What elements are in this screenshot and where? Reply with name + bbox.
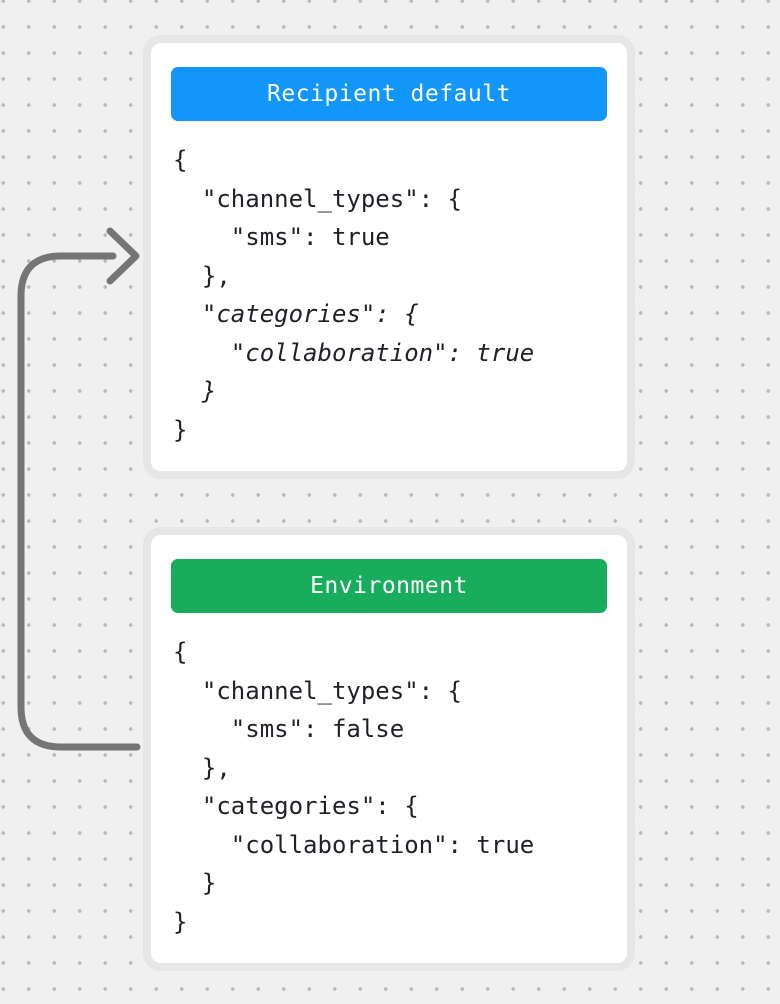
environment-code-block: { "channel_types": { "sms": false }, "ca… bbox=[173, 633, 627, 941]
card-recipient-default: Recipient default { "channel_types": { "… bbox=[143, 35, 635, 479]
code-line: }, bbox=[173, 753, 231, 782]
connector-arrow-line bbox=[17, 252, 141, 751]
code-line: "collaboration": true bbox=[173, 830, 535, 859]
code-line: "collaboration": true bbox=[173, 338, 535, 367]
code-line: "sms": true bbox=[173, 223, 390, 251]
card-environment-header: Environment bbox=[171, 559, 607, 613]
code-line: "categories": { bbox=[173, 792, 419, 820]
recipient-default-code-block: { "channel_types": { "sms": true }, "cat… bbox=[173, 141, 627, 449]
code-line: } bbox=[173, 907, 188, 936]
card-recipient-default-header: Recipient default bbox=[171, 67, 607, 121]
code-line: { bbox=[173, 146, 188, 174]
card-environment: Environment { "channel_types": { "sms": … bbox=[143, 527, 635, 971]
card-recipient-default-title: Recipient default bbox=[267, 81, 511, 107]
code-line: "channel_types": { bbox=[173, 676, 462, 705]
code-line: "channel_types": { bbox=[173, 184, 462, 213]
code-line: "sms": false bbox=[173, 715, 405, 743]
code-line: "categories": { bbox=[173, 300, 419, 328]
code-line: } bbox=[173, 869, 217, 897]
code-line: }, bbox=[173, 261, 231, 290]
code-line: { bbox=[173, 638, 188, 666]
connector-arrowhead bbox=[106, 227, 140, 285]
code-line: } bbox=[173, 377, 217, 405]
code-line: } bbox=[173, 415, 188, 444]
card-environment-title: Environment bbox=[310, 573, 468, 599]
